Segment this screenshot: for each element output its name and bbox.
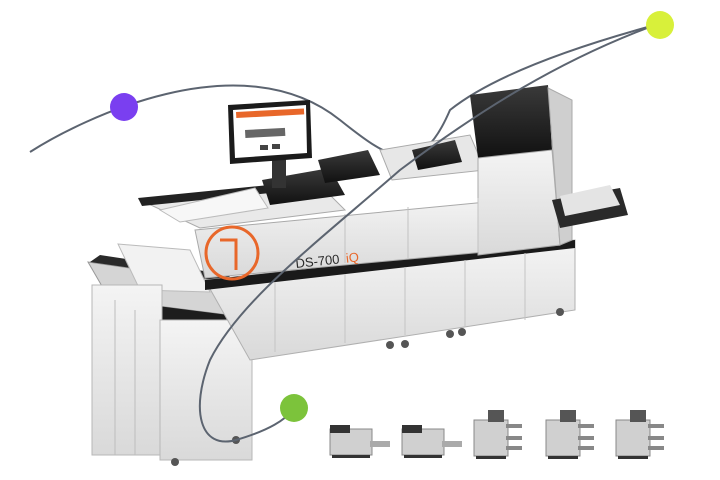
- decor-curve-front: [198, 24, 656, 443]
- variant-3-tower-feeder: [473, 410, 522, 459]
- upper-body: [138, 85, 628, 279]
- decor-dot-purple: [110, 93, 138, 121]
- variant-1-flat-feeder: [329, 425, 390, 458]
- model-name-label: DS-700 iQ: [295, 249, 360, 271]
- control-monitor: [228, 100, 312, 188]
- module-variants-row: [329, 410, 664, 459]
- variant-4-tower-feeder: [545, 410, 594, 459]
- output-stacker: [87, 243, 254, 466]
- variant-5-tower-feeder: [615, 410, 664, 459]
- inserter-machine: DS-700 iQ: [87, 85, 628, 466]
- variant-2-flat-feeder: [401, 425, 462, 458]
- brand-logo-mark: [204, 225, 260, 281]
- decor-dot-yellow-green: [646, 11, 674, 39]
- decor-dot-green: [280, 394, 308, 422]
